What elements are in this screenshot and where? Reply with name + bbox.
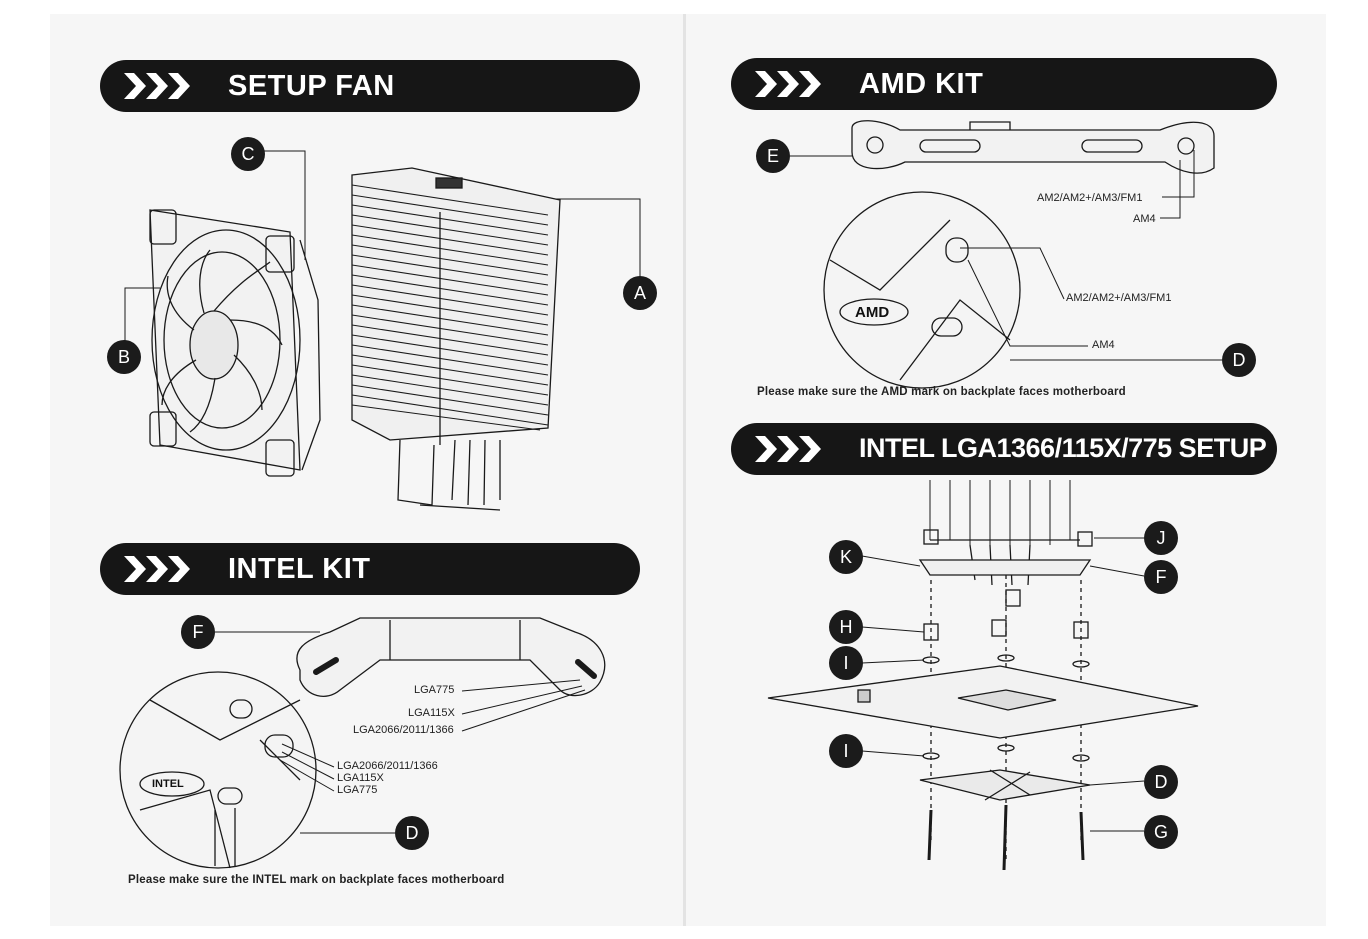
callout-e: E <box>756 139 790 173</box>
intel-bracket-label-lga2066: LGA2066/2011/1366 <box>353 724 454 736</box>
amd-bracket-label-am4: AM4 <box>1133 213 1156 225</box>
intel-setup-title: INTEL LGA1366/115X/775 SETUP <box>859 433 1267 463</box>
intel-setup-leaders <box>861 537 1145 832</box>
heatsink-illustration <box>351 167 561 511</box>
intel-kit-title: INTEL KIT <box>228 553 371 585</box>
amd-badge: AMD <box>855 304 890 321</box>
callout-b: B <box>107 340 141 374</box>
intel-backplate-label-lga2066: LGA2066/2011/1366 <box>337 760 438 772</box>
callout-g: G <box>1144 815 1178 849</box>
amd-leaders <box>790 150 1222 361</box>
page-fold <box>683 14 686 926</box>
callout-c: C <box>231 137 265 171</box>
intel-backplate-label-lga775: LGA775 <box>337 784 378 796</box>
callout-d: D <box>1144 765 1178 799</box>
intel-leaders <box>124 150 641 834</box>
amd-backplate-label-am4: AM4 <box>1092 339 1115 351</box>
callout-d: D <box>1222 343 1256 377</box>
intel-setup-banner: INTEL LGA1366/115X/775 SETUP <box>731 423 1277 475</box>
fan-illustration <box>149 209 321 477</box>
chevrons-icon <box>124 73 190 99</box>
amd-kit-banner: AMD KIT <box>731 58 1277 110</box>
amd-bracket-illustration <box>851 120 1215 174</box>
amd-kit-note: Please make sure the AMD mark on backpla… <box>757 386 1126 398</box>
intel-backplate-zoom <box>119 671 317 869</box>
callout-h: H <box>829 610 863 644</box>
intel-bracket-label-lga115x: LGA115X <box>408 707 455 719</box>
intel-kit-banner: INTEL KIT <box>100 543 640 595</box>
setup-fan-title: SETUP FAN <box>228 70 395 102</box>
amd-bracket-label-am2: AM2/AM2+/AM3/FM1 <box>1037 192 1143 204</box>
chevrons-icon <box>124 556 190 582</box>
chevrons-icon <box>755 436 821 462</box>
callout-k: K <box>829 540 863 574</box>
intel-badge: INTEL <box>152 778 184 790</box>
intel-backplate-label-lga115x: LGA115X <box>337 772 384 784</box>
callout-f: F <box>181 615 215 649</box>
callout-j: J <box>1144 521 1178 555</box>
setup-fan-banner: SETUP FAN <box>100 60 640 112</box>
intel-bracket-illustration <box>296 617 606 697</box>
intel-bracket-label-lga775: LGA775 <box>414 684 455 696</box>
callout-i: I <box>829 734 863 768</box>
amd-backplate-label-am2: AM2/AM2+/AM3/FM1 <box>1066 292 1172 304</box>
callout-f: F <box>1144 560 1178 594</box>
amd-backplate-zoom <box>823 191 1021 389</box>
callout-d: D <box>395 816 429 850</box>
callout-a: A <box>623 276 657 310</box>
amd-kit-title: AMD KIT <box>859 68 984 100</box>
chevrons-icon <box>755 71 821 97</box>
callout-i: I <box>829 646 863 680</box>
intel-kit-note: Please make sure the INTEL mark on backp… <box>128 874 505 886</box>
